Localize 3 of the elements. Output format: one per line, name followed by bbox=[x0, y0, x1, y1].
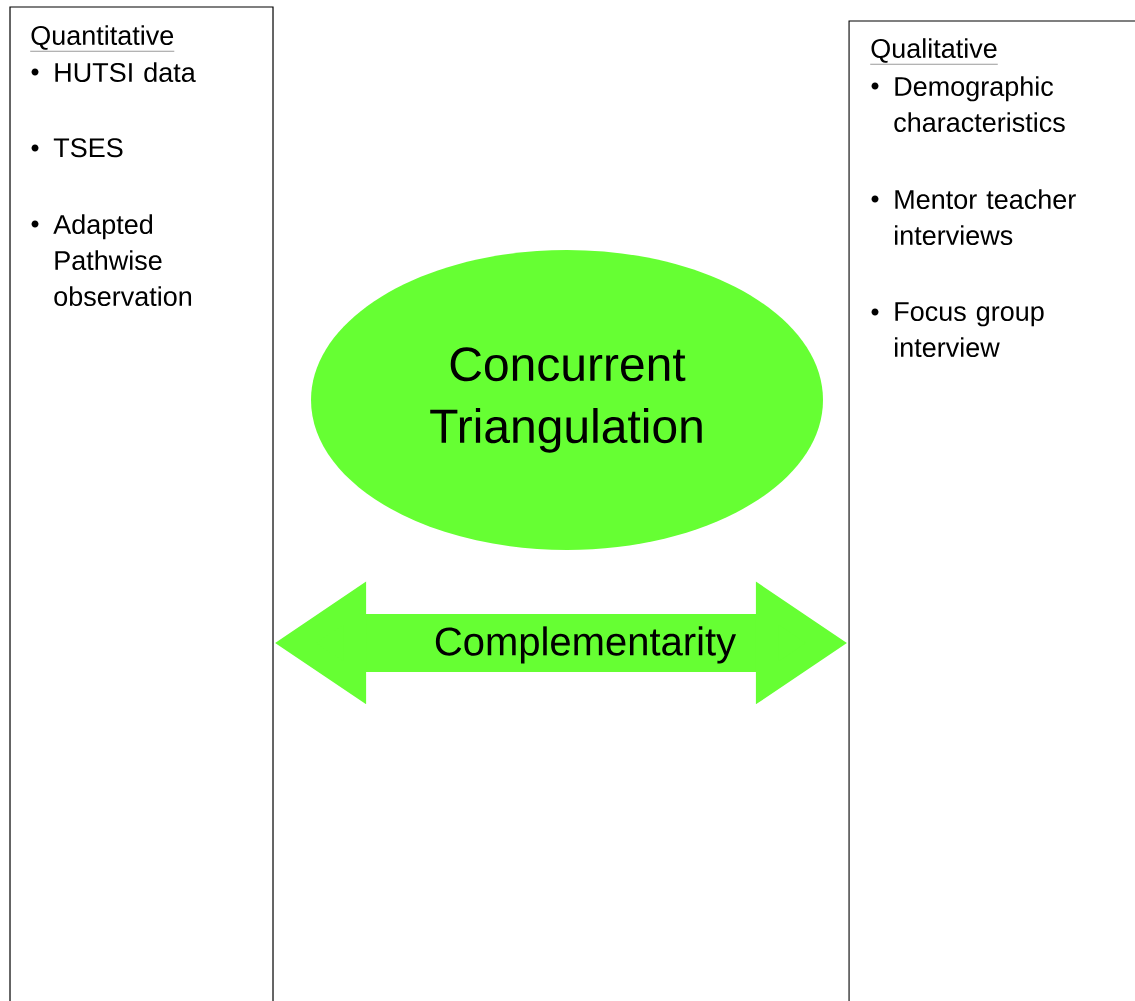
column-box: Quantitative HUTSI data TSES Adapted Pathwise observation bbox=[9, 6, 274, 1001]
column-box: Qualitative Demographic characteristics Mentor teacher interviews Focus group interview bbox=[848, 20, 1135, 1001]
edge-label: Complementarity bbox=[435, 626, 737, 664]
